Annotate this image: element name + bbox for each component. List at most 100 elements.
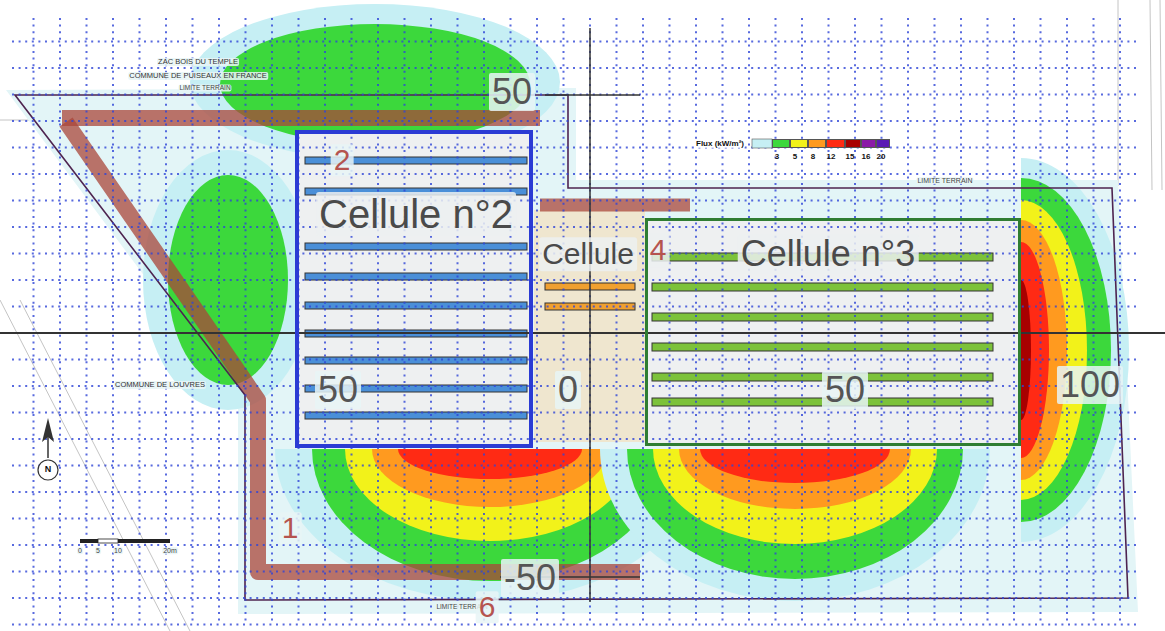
legend-swatch [861, 139, 876, 148]
axis-value: 50 [489, 73, 535, 111]
storage-cell: Cellule n°2 [295, 130, 533, 448]
site-note: COMMUNE DE PUISEAUX EN FRANCE [128, 72, 268, 80]
scale-value: 0 [77, 547, 83, 554]
grid-line [12, 94, 1140, 96]
storage-cell: Cellule n°3 [645, 218, 1021, 446]
grid-line [271, 18, 273, 625]
grid-line [1066, 18, 1068, 625]
grid-line [669, 18, 671, 625]
grid-line [934, 18, 936, 625]
grid-line [377, 18, 379, 625]
legend-value: 15 [846, 153, 855, 161]
grid-line [12, 67, 1140, 69]
axis-value: 50 [822, 371, 868, 409]
grid-line [12, 438, 1140, 440]
axes [0, 28, 1165, 602]
axis-value: 50 [315, 371, 361, 409]
legend-swatch [808, 139, 826, 148]
fire-wall [62, 118, 690, 572]
legend-swatch [826, 139, 845, 148]
cell-floor [295, 130, 533, 448]
grid-line [192, 18, 194, 625]
boundary-label: LIMITE TERRAIN [916, 177, 973, 184]
grid-line [1119, 18, 1121, 625]
cell-name: Cellule [539, 237, 637, 271]
grid-line [12, 147, 1140, 149]
grid-line [828, 18, 830, 625]
legend-swatch [772, 139, 790, 148]
grid-line [12, 200, 1140, 202]
grid-line [12, 518, 1140, 520]
scale-bar [80, 539, 170, 543]
grid-line [351, 18, 353, 625]
grid-line [536, 18, 538, 625]
grid-line [1093, 18, 1095, 625]
zone-number: 1 [279, 512, 302, 544]
grid-line [245, 18, 247, 625]
grid-line [642, 18, 644, 625]
north-letter: N [44, 465, 53, 474]
axis-value: -50 [501, 559, 559, 597]
legend-low-band [752, 139, 772, 148]
grid-line [12, 491, 1140, 493]
grid-line [1040, 18, 1042, 625]
grid-line [695, 18, 697, 625]
scale-value: 5 [95, 547, 101, 554]
legend-value: 8 [811, 153, 815, 161]
north-arrow [38, 418, 58, 480]
axis-value: 0 [555, 371, 581, 409]
boundary-label: LIMITE TERRAIN [178, 85, 231, 92]
grid-line [12, 597, 1140, 599]
legend-swatch [845, 139, 861, 148]
commune-label: COMMUNE DE LOUVRES [114, 381, 206, 389]
grid-line [563, 18, 565, 625]
legend-title: Flux (kW/m²) [695, 140, 745, 148]
axis-value: 100 [1057, 366, 1123, 404]
grid-line [86, 18, 88, 625]
grid-line [12, 306, 1140, 308]
calculation-grid [12, 18, 1140, 625]
grid-line [59, 18, 61, 625]
grid-line [12, 571, 1140, 573]
flux-zone-south-east [600, 449, 990, 601]
grid-line [801, 18, 803, 625]
grid-line [12, 465, 1140, 467]
grid-line [12, 173, 1140, 175]
grid-line [907, 18, 909, 625]
grid-line [12, 412, 1140, 414]
cell-name: Cellule n°3 [738, 234, 919, 274]
grid-line [33, 18, 35, 625]
grid-line [616, 18, 618, 625]
legend-value: 5 [793, 153, 797, 161]
grid-line [775, 18, 777, 625]
grid-line [1013, 18, 1015, 625]
grid-line [457, 18, 459, 625]
legend-value: 12 [827, 153, 836, 161]
grid-line [12, 544, 1140, 546]
legend-value: 20 [877, 153, 886, 161]
grid-line [12, 279, 1140, 281]
grid-line [12, 226, 1140, 228]
grid-line [722, 18, 724, 625]
grid-line [218, 18, 220, 625]
scale-value: 10 [113, 547, 123, 554]
grid-line [12, 120, 1140, 122]
grid-line [12, 41, 1140, 43]
grid-line [165, 18, 167, 625]
grid-line [987, 18, 989, 625]
legend-value: 16 [862, 153, 871, 161]
grid-line [139, 18, 141, 625]
zone-number: 6 [476, 591, 499, 623]
storage-racks [305, 157, 993, 419]
grid-line [12, 359, 1140, 361]
grid-line [12, 624, 1140, 626]
grid-line [404, 18, 406, 625]
low-flux-zone [6, 88, 1138, 614]
grid-line [854, 18, 856, 625]
cell-number: 4 [647, 233, 670, 267]
grid-line [589, 18, 591, 625]
